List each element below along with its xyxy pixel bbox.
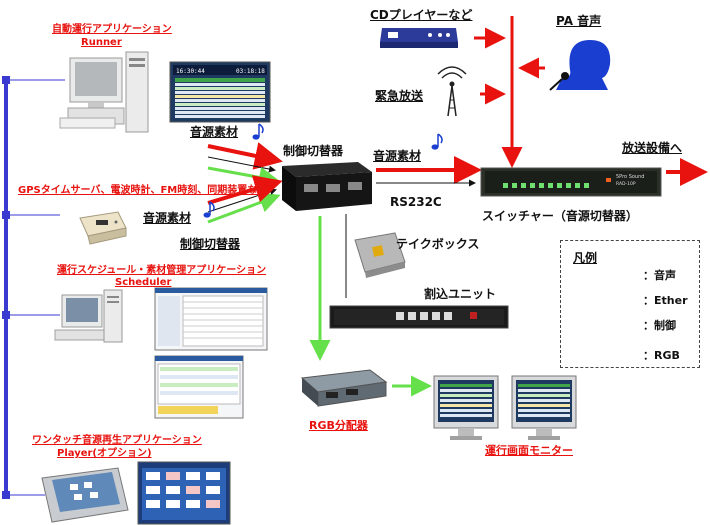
scheduler-subtitle: Scheduler (115, 277, 172, 288)
monitor-left (433, 375, 499, 440)
runner-time-right: 03:18:18 (236, 68, 265, 75)
player-subtitle: Player(オプション) (57, 448, 152, 459)
source-label-right: 音源素材 (373, 149, 422, 163)
gps-device (79, 211, 127, 245)
pa-label: PA 音声 (556, 14, 602, 28)
music-note-icon (203, 201, 215, 218)
control-switcher-label-bottom: 制御切替器 (180, 237, 241, 251)
player-tablet (41, 467, 129, 523)
runner-pc (59, 51, 149, 133)
control-switcher (282, 162, 372, 211)
runner-time-left: 16:30:44 (176, 68, 205, 75)
rgb-distributor-label: RGB分配器 (309, 419, 368, 432)
runner-screen: 16:30:44 03:18:18 (169, 61, 271, 123)
interrupt-unit-label: 割込ユニット (424, 287, 497, 301)
antenna-icon (437, 66, 467, 117)
rs232c-label: RS232C (390, 195, 442, 209)
cd-player-device (380, 28, 458, 48)
monitor-right (511, 375, 577, 440)
runner-title: 自動運行アプリケーション (52, 24, 172, 35)
runner-audio-arrows (207, 142, 283, 188)
scheduler-screen-sub (154, 355, 244, 419)
legend-control-label: ：制御 (643, 319, 676, 332)
source-label-top: 音源素材 (190, 125, 239, 139)
rgb-distributor (300, 369, 388, 407)
scheduler-pc (54, 289, 123, 343)
scheduler-title: 運行スケジュール・素材管理アプリケーション (57, 265, 267, 276)
broadcast-label: 放送設備へ (622, 141, 683, 155)
control-switcher-label: 制御切替器 (283, 144, 344, 158)
switcher-to-mixer-arrows (376, 156, 482, 187)
legend: 凡例 ：音声 ：Ether ：制御 ：RGB (560, 240, 700, 368)
ether-backbone (2, 76, 65, 499)
source-label-mid: 音源素材 (143, 211, 192, 225)
switcher-model: RAD-10P (616, 181, 636, 187)
scheduler-screen-main (154, 287, 268, 351)
audio-switcher-device: 5Pro Sound RAD-10P (480, 167, 662, 197)
talkbox-device (354, 232, 406, 278)
player-audio-arrows (207, 175, 283, 224)
legend-ether-label: ：Ether (643, 294, 688, 307)
switcher-brand: 5Pro Sound (616, 174, 644, 180)
interrupt-unit (329, 305, 509, 329)
legend-rgb-label: ：RGB (643, 349, 680, 362)
emergency-label: 緊急放送 (375, 89, 424, 103)
pa-speaker-icon (549, 40, 611, 91)
music-note-icon (431, 133, 443, 150)
audio-switcher-label: スイッチャー（音源切替器） (482, 209, 638, 223)
gps-title: GPSタイムサーバ、電波時計、FM時刻、同期装置など (18, 185, 268, 196)
monitor-label: 運行画面モニター (485, 444, 573, 457)
talkbox-label: テイクボックス (396, 237, 480, 251)
music-note-icon (252, 123, 264, 140)
legend-audio-label: ：音声 (643, 269, 676, 282)
player-title: ワンタッチ音源再生アプリケーション (32, 435, 202, 446)
player-screen (137, 461, 231, 525)
cd-player-label: CDプレイヤーなど (370, 8, 473, 22)
legend-title: 凡例 (573, 251, 598, 265)
runner-subtitle: Runner (81, 37, 122, 48)
